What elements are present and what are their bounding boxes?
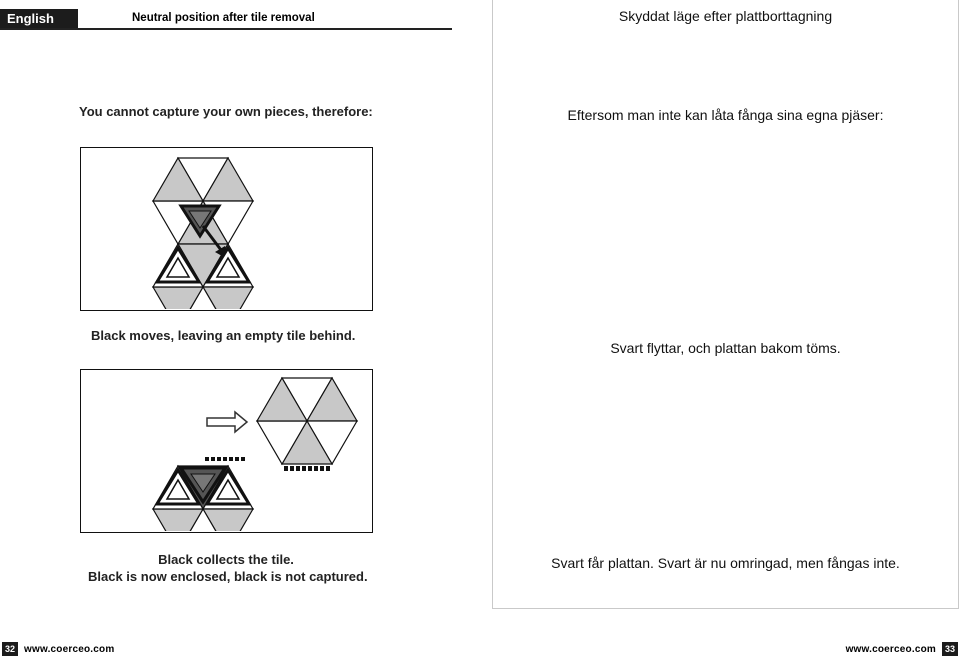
footer-right: www.coerceo.com 33 xyxy=(840,641,958,657)
diagram-panel-2 xyxy=(80,369,373,533)
caption-1: Black moves, leaving an empty tile behin… xyxy=(91,328,356,343)
caption-2-line-1: Black collects the tile. xyxy=(158,552,294,567)
move-arrow-icon xyxy=(206,410,249,434)
footer-left: 32 www.coerceo.com xyxy=(2,641,120,657)
footer-url[interactable]: www.coerceo.com xyxy=(845,643,936,655)
white-piece-icon xyxy=(154,467,252,506)
black-piece-icon xyxy=(178,204,222,239)
translation-intro: Eftersom man inte kan låta fånga sina eg… xyxy=(567,107,884,123)
page-number: 32 xyxy=(2,642,18,656)
page-number: 33 xyxy=(942,642,958,656)
translation-title: Skyddat läge efter plattborttagning xyxy=(618,8,833,24)
footer-url[interactable]: www.coerceo.com xyxy=(24,643,115,655)
translation-box: Skyddat läge efter plattborttagning Efte… xyxy=(492,0,959,609)
black-piece-icon xyxy=(178,466,228,505)
white-piece-icon xyxy=(154,245,252,284)
caption-2-line-2: Black is now enclosed, black is not capt… xyxy=(88,569,368,584)
translation-caption-1: Svart flyttar, och plattan bakom töms. xyxy=(610,340,841,356)
language-tab: English xyxy=(0,9,78,29)
translation-caption-2: Svart får plattan. Svart är nu omringad,… xyxy=(551,555,900,571)
intro-text: You cannot capture your own pieces, ther… xyxy=(79,104,373,119)
diagram-panel-1 xyxy=(80,147,373,311)
board-diagram-2 xyxy=(151,376,359,531)
board-diagram-1 xyxy=(151,156,255,309)
section-title: Neutral position after tile removal xyxy=(132,12,315,24)
left-page: English Neutral position after tile remo… xyxy=(0,9,452,657)
header-rule xyxy=(0,28,452,30)
